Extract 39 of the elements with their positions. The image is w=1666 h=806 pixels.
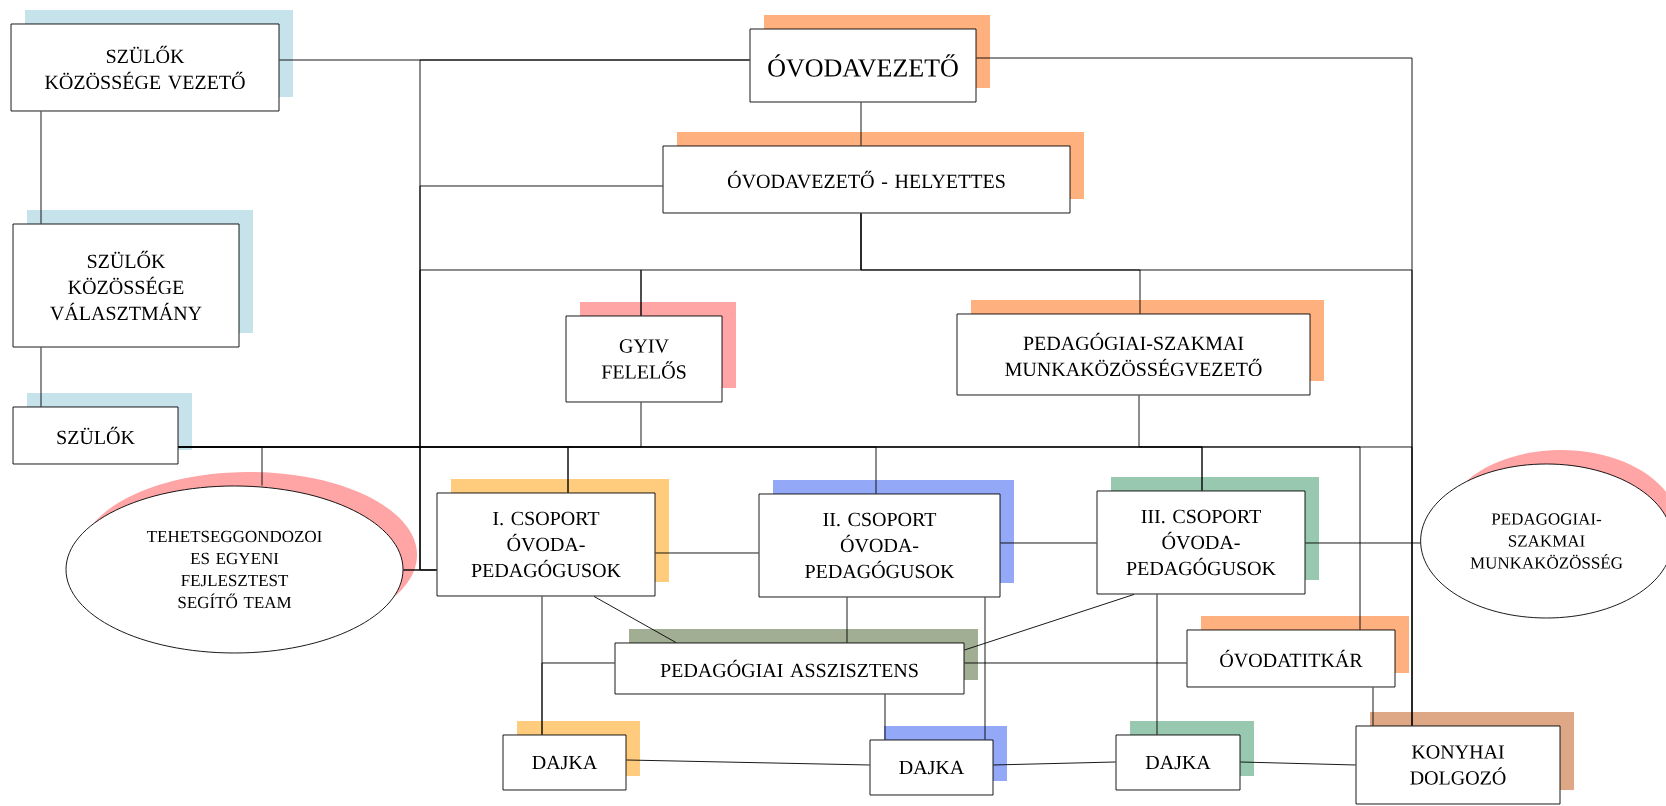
- connector-line: [884, 694, 886, 740]
- connector-line: [567, 402, 642, 493]
- connector-line: [993, 761, 1116, 766]
- connector-line: [626, 759, 870, 766]
- org-box: PEDAGÓGIAI ASSZISZTENS: [614, 629, 978, 695]
- connector-line: [846, 597, 848, 643]
- connector-line: [860, 102, 862, 146]
- org-box: ÓVODAVEZETŐ: [749, 15, 990, 103]
- connector-line: [1000, 542, 1097, 544]
- org-box: I. CSOPORT ÓVODA-PEDAGÓGUSOK: [436, 479, 669, 597]
- connector-line: [1240, 761, 1356, 766]
- connector-line: [655, 552, 759, 554]
- connector-line: [1372, 687, 1374, 726]
- connector-line: [178, 446, 1413, 726]
- org-box: DAJKA: [1115, 721, 1254, 791]
- connector-line: [593, 596, 677, 643]
- org-box: DAJKA: [502, 721, 640, 791]
- org-box: SZÜLŐK: [12, 393, 192, 465]
- org-box: GYIV FELELŐS: [565, 302, 736, 403]
- org-box: II. CSOPORT ÓVODA-PEDAGÓGUSOK: [758, 480, 1014, 598]
- connector-line: [1138, 395, 1203, 491]
- connector-line: [984, 597, 986, 740]
- org-box: SZÜLŐK KÖZÖSSÉGE VÁLASZTMÁNY: [12, 210, 253, 348]
- connector-line: [964, 594, 1135, 651]
- org-box: DAJKA: [869, 726, 1007, 796]
- org-box: III. CSOPORT ÓVODA-PEDAGÓGUSOK: [1096, 477, 1319, 595]
- connector-line: [1305, 542, 1421, 544]
- org-box: ÓVODATITKÁR: [1186, 616, 1409, 688]
- org-box: SZÜLŐK KÖZÖSSÉGE VEZETŐ: [10, 10, 293, 112]
- node-label: PEDAGOGIAI-SZAKMAI MUNKAKÖZÖSSÉG: [1470, 513, 1623, 569]
- org-box: KONYHAI DOLGOZÓ: [1355, 712, 1574, 805]
- connector-line: [964, 662, 1187, 664]
- connector-line: [40, 111, 42, 224]
- connector-line: [1156, 594, 1158, 735]
- connector-line: [40, 347, 42, 407]
- org-box: PEDAGÓGIAI-SZAKMAI MUNKAKÖZÖSSÉGVEZETŐ: [956, 300, 1324, 396]
- connector-line: [541, 662, 615, 735]
- org-box: ÓVODAVEZETŐ - HELYETTES: [662, 132, 1084, 214]
- connector-line: [403, 269, 642, 571]
